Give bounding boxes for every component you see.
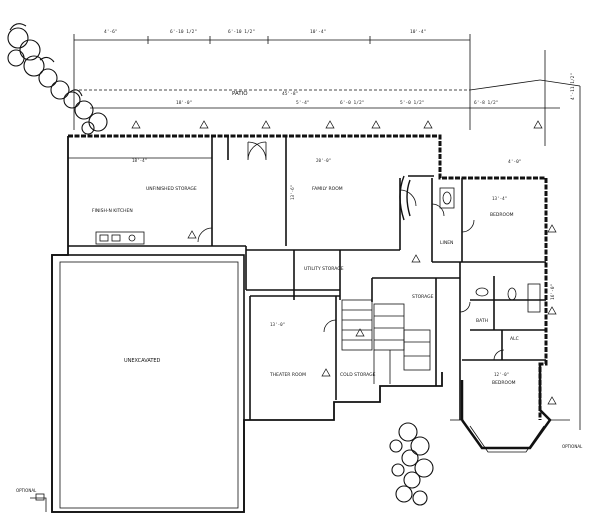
dim-top-c: 6'-10 1/2": [228, 29, 255, 35]
dim-bedroom-width: 13'-4": [492, 196, 507, 201]
dim-family-depth: 13'-6": [290, 185, 295, 200]
room-bath: BATH: [476, 318, 488, 324]
interior-walls: [68, 136, 546, 420]
patio-area: [73, 34, 581, 430]
room-unexcavated: UNEXCAVATED: [124, 358, 161, 364]
room-linen: LINEN: [440, 240, 453, 246]
optional-label-right: OPTIONAL: [562, 444, 583, 449]
room-bedroom-upper: BEDROOM: [490, 212, 514, 218]
dimension-strings: 4'-6" 6'-10 1/2" 6'-10 1/2" 10'-4" 10'-4…: [104, 29, 576, 300]
room-cold-storage: COLD STORAGE: [340, 372, 376, 378]
optional-fixture: [30, 493, 47, 512]
bath-fixtures: [439, 187, 541, 313]
door-swings: [197, 141, 505, 361]
dim-storage-width: 18'-4": [132, 158, 147, 163]
landscape-shrubs-top-left: [7, 23, 108, 135]
dim-top-a: 4'-6": [104, 29, 118, 35]
landscape-shrubs-bottom-right: [389, 422, 434, 506]
room-storage: STORAGE: [412, 294, 434, 300]
kitchen-counter: [95, 231, 145, 245]
dim-theater: 13'-0": [270, 322, 285, 327]
dim-bedroom2-width: 12'-0": [494, 372, 509, 377]
room-finish-kitchen: FINISH-N KITCHEN: [92, 208, 133, 214]
stairs: [341, 299, 431, 384]
patio-label: PATIO: [232, 91, 248, 97]
optional-label-left: OPTIONAL: [16, 488, 37, 493]
dim-sub-a: 18'-0": [176, 100, 192, 106]
dim-right-c: 4'-11 1/2": [570, 73, 576, 100]
dim-top-d: 10'-4": [310, 29, 326, 35]
exterior-walls: [51, 134, 552, 513]
dim-sub-e: 6'-8 1/2": [474, 100, 498, 106]
dim-sub-d: 5'-0 1/2": [400, 100, 424, 106]
room-theater-room: THEATER ROOM: [269, 372, 306, 378]
dim-sub-c: 6'-0 1/2": [340, 100, 364, 106]
bay-window: [450, 419, 570, 453]
room-dimension-labels: 20'-0" 13'-6" 18'-4" 13'-4" 12'-0" 13'-0…: [132, 158, 509, 377]
dim-right-b: 16'-0": [550, 284, 556, 300]
unexcavated-area: [51, 254, 245, 513]
room-family-room: FAMILY ROOM: [312, 186, 343, 192]
room-unfinished-storage: UNFINISHED STORAGE: [146, 186, 197, 192]
room-bedroom-lower: BEDROOM: [492, 380, 516, 386]
dim-family-width: 20'-0": [316, 158, 331, 163]
dim-overall: 45'-8": [282, 91, 298, 97]
room-labels: UNFINISHED STORAGE FINISH-N KITCHEN FAMI…: [16, 186, 583, 493]
keynote-markers: [131, 120, 557, 405]
dim-right-a: 4'-0": [508, 159, 522, 165]
dim-top-e: 10'-4": [410, 29, 426, 35]
fireplace-bay: [399, 175, 411, 221]
dim-top-b: 6'-10 1/2": [170, 29, 197, 35]
room-utility-storage: UTILITY STORAGE: [304, 266, 344, 272]
dim-sub-b: 5'-4": [296, 100, 310, 106]
room-alc: ALC: [510, 336, 519, 342]
